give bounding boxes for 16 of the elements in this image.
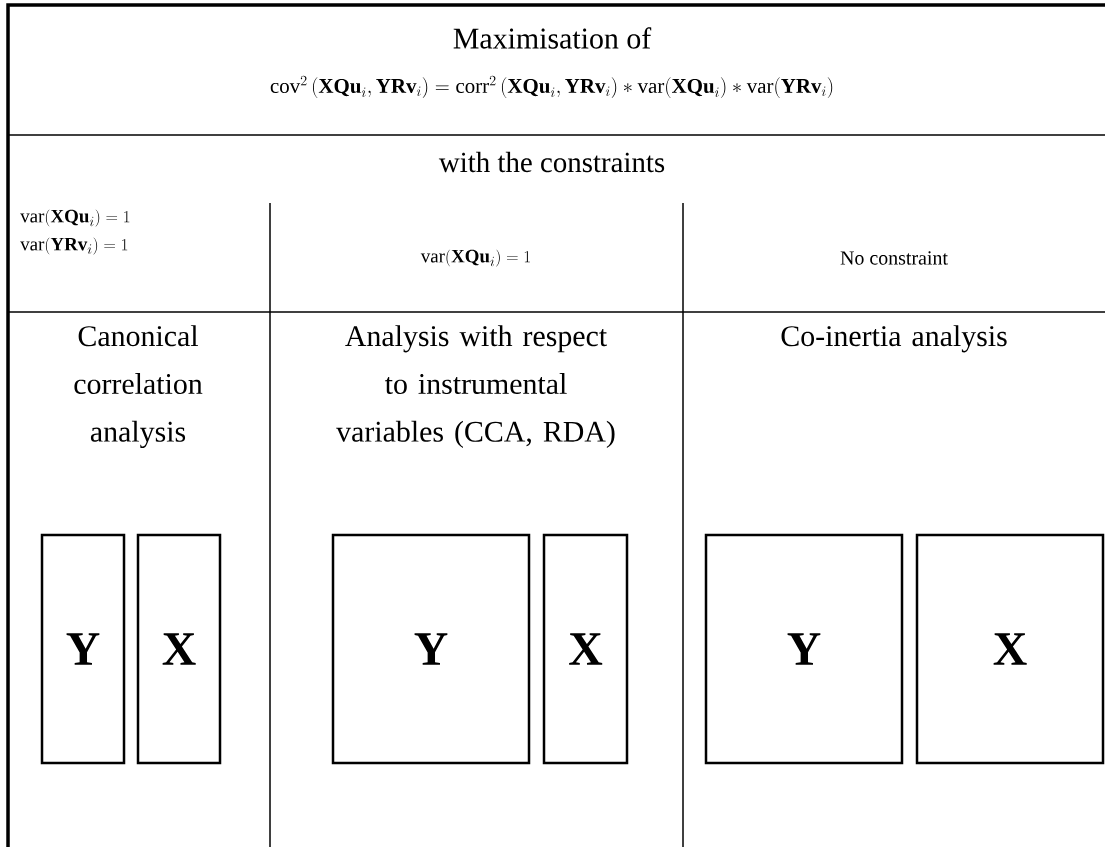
formula: $\mathrm{cov}^2\left(\mathbf{XQu}_i, \mathbf{YRv}_i\right) = \mathrm{corr}^2\left(\mathbf{XQu}_i, \mathbf{YRv}_i\right) * \mathrm{var}(\mathbf{XQu}_i) * \mathrm{var}(\mathbf{YRv}_i)$ (270, 75, 833, 98)
matrix-box: X (542, 533, 629, 765)
method-name: Co-inertia analysis (781, 325, 1007, 353)
method-name: Analysis with respect to instrumental variables (CCA, RDA) (336, 325, 615, 448)
matrix-box: X (136, 533, 222, 765)
matrix-box: Y (40, 533, 126, 765)
constraint-formula: $\mathrm{var}(\mathbf{YRv}_i) = 1$ (20, 237, 128, 255)
matrix-box: Y (331, 533, 531, 765)
method-name: Canonical correlation analysis (74, 325, 203, 449)
matrix-box: X (915, 533, 1105, 765)
heading: with the constraints (438, 151, 665, 173)
matrix-box: Y (704, 533, 904, 765)
heading: Maximisation of (453, 27, 652, 49)
constraint-formula: $\mathrm{var}(\mathbf{XQu}_i) = 1$ (420, 249, 530, 267)
constraint-text: No constraint (840, 251, 948, 265)
constraint-formula: $\mathrm{var}(\mathbf{XQu}_i) = 1$ (20, 209, 130, 227)
